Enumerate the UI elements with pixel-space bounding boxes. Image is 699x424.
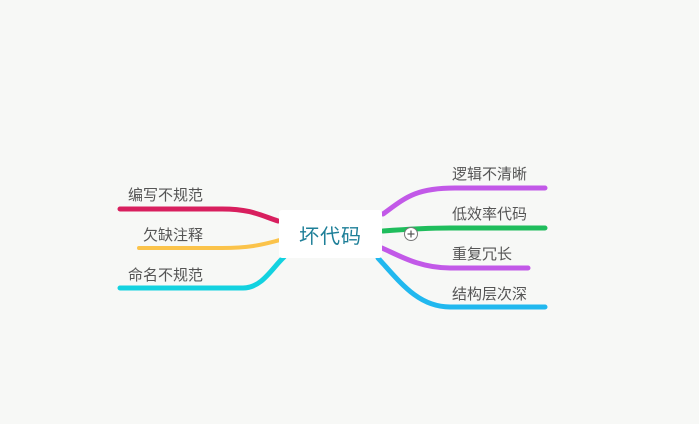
topic-label: 欠缺注释	[143, 226, 204, 244]
topic-node-right-4[interactable]: 结构层次深	[452, 283, 527, 304]
topic-node-left-1[interactable]: 编写不规范	[128, 184, 203, 205]
topic-label: 命名不规范	[128, 266, 204, 284]
branch-line-left-1	[117, 206, 281, 224]
expand-button[interactable]	[404, 227, 418, 241]
branch-line-right-3	[379, 245, 531, 271]
branch-line-left-3	[117, 254, 287, 291]
topic-node-left-2[interactable]: 欠缺注释	[143, 224, 203, 245]
branch-line-left-2	[137, 238, 282, 250]
central-topic-label: 坏代码	[299, 223, 362, 248]
topic-node-right-2[interactable]: 低效率代码	[452, 203, 527, 224]
topic-label: 低效率代码	[452, 205, 528, 223]
topic-node-left-3[interactable]: 命名不规范	[128, 264, 203, 285]
topic-label: 结构层次深	[452, 285, 528, 303]
topic-node-right-3[interactable]: 重复冗长	[452, 243, 512, 264]
topic-label: 重复冗长	[452, 245, 513, 263]
branch-line-right-4	[375, 255, 548, 310]
branch-line-right-1	[380, 185, 548, 217]
topic-label: 逻辑不清晰	[452, 165, 528, 183]
topic-label: 编写不规范	[128, 186, 204, 204]
plus-circle-icon	[407, 230, 415, 238]
central-topic[interactable]: 坏代码	[279, 210, 382, 258]
branch-line-right-2	[380, 225, 548, 234]
topic-node-right-1[interactable]: 逻辑不清晰	[452, 163, 527, 184]
